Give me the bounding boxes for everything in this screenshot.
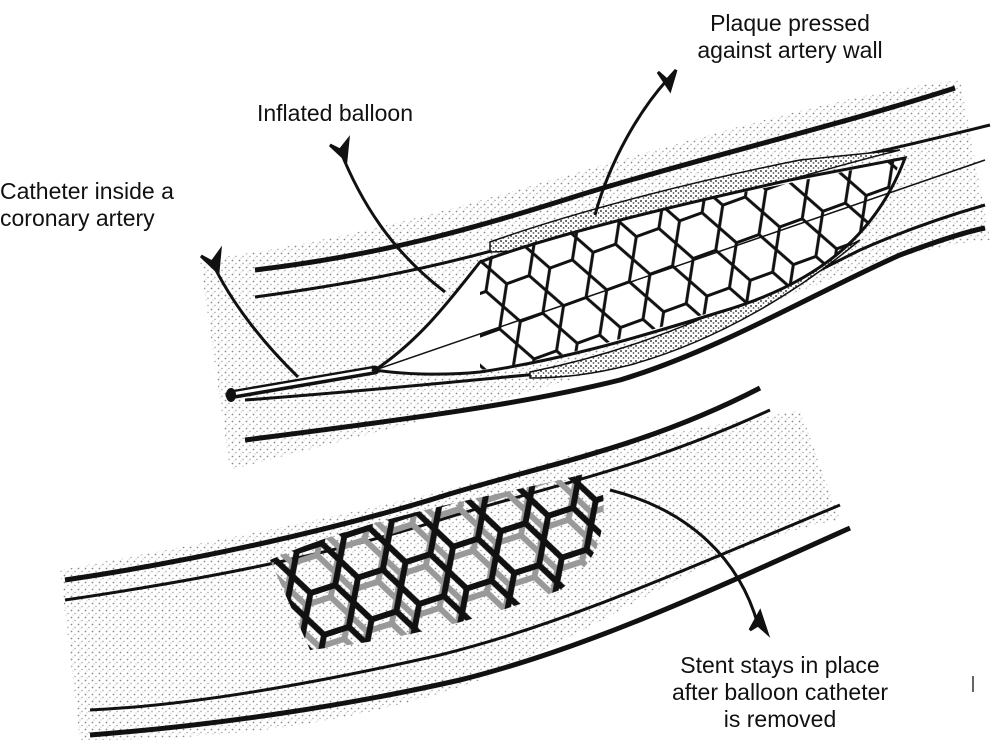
label-inflated-balloon: Inflated balloon — [205, 100, 465, 127]
label-catheter-line1: Catheter inside a — [0, 178, 240, 205]
label-stent-line3: is removed — [615, 706, 945, 733]
label-plaque-line2: against artery wall — [655, 37, 925, 64]
label-catheter-line2: coronary artery — [0, 205, 240, 232]
label-plaque-pressed: Plaque pressed against artery wall — [655, 10, 925, 64]
label-stent-line1: Stent stays in place — [615, 652, 945, 679]
label-balloon-line1: Inflated balloon — [205, 100, 465, 127]
catheter-tip — [226, 388, 236, 402]
label-stent-line2: after balloon catheter — [615, 679, 945, 706]
stent-arrow-tail — [750, 612, 767, 633]
label-plaque-line1: Plaque pressed — [655, 10, 925, 37]
label-stent-stays: Stent stays in place after balloon cathe… — [615, 652, 945, 733]
label-catheter: Catheter inside a coronary artery — [0, 178, 240, 232]
balloon-arrow-tail — [330, 140, 348, 160]
